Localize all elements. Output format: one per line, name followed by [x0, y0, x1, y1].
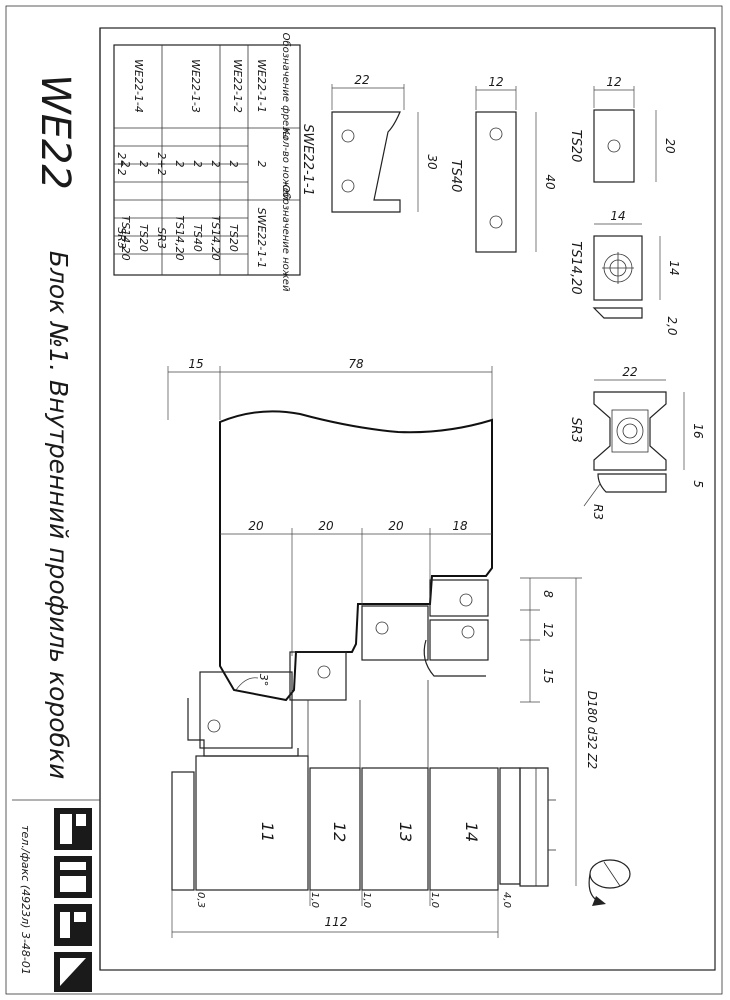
table-cell: TS40	[191, 224, 204, 252]
gap-value: 0,3	[195, 892, 206, 908]
svg-text:5: 5	[691, 480, 705, 488]
table-cell: SWE22-1-1	[255, 208, 268, 269]
table-header-qty: Кол-во ножей	[280, 128, 291, 201]
table-cell: TS14,20	[173, 215, 186, 260]
knife-swe22: 22 30 SWE22-1-1	[300, 73, 439, 213]
table-cell: WE22-1-2	[231, 59, 244, 113]
cutter-number: 14	[462, 822, 481, 842]
svg-text:SWE22-1-1: SWE22-1-1	[300, 124, 315, 196]
svg-text:40: 40	[543, 174, 557, 190]
svg-text:SR3: SR3	[568, 417, 583, 443]
knife-ts40: 12 40 TS40	[448, 75, 557, 253]
table-cell: 2+2	[155, 152, 168, 175]
cutter-number: 13	[396, 822, 415, 842]
svg-text:12: 12	[606, 75, 621, 89]
dim-right: 12	[541, 622, 555, 637]
main-assembly: 15 78 20 20 20 18 3° 8 12 15 D180 d32 Z2	[167, 357, 599, 938]
svg-text:20: 20	[663, 138, 677, 154]
company-logo	[54, 808, 92, 992]
table-cell: SR3	[115, 227, 128, 249]
svg-text:12: 12	[488, 75, 503, 89]
svg-text:TS14,20: TS14,20	[568, 241, 583, 294]
table-cell: 2	[209, 161, 222, 168]
svg-text:2,0: 2,0	[665, 316, 679, 335]
svg-text:R3: R3	[591, 504, 605, 520]
total-width: 112	[325, 915, 348, 929]
knife-sr3: 22 16 5 R3 SR3	[568, 365, 705, 520]
table-cell: 2	[119, 161, 132, 168]
table-header-knife: Обозначение ножей	[280, 185, 292, 292]
table-cell: TS20	[227, 224, 240, 252]
table-cell: 2	[191, 161, 204, 168]
dim-step: 18	[452, 519, 468, 533]
gap-value: 4,0	[501, 892, 512, 908]
svg-text:22: 22	[622, 365, 637, 379]
angle-label: 3°	[257, 674, 270, 687]
dim-right: 15	[541, 668, 555, 683]
drawing-code: WE22	[32, 74, 78, 190]
table-cell: 2	[227, 161, 240, 168]
table-cell: TS20	[137, 224, 150, 252]
drawing-subtitle: Блок №1. Внутренний профиль коробки	[44, 251, 73, 780]
gap-value: 1,0	[361, 892, 372, 908]
cutter-number: 12	[330, 822, 349, 842]
table-cell: WE22-1-3	[189, 59, 202, 113]
table-cell: 2+2	[115, 152, 128, 175]
knife-table: Обозначение фрезы Кол-во ножей Обозначен…	[113, 33, 301, 292]
table-cell: 2	[255, 161, 268, 168]
knife-ts14-20: 14 14 2,0 TS14,20	[568, 209, 681, 336]
dim-step: 20	[388, 519, 404, 533]
table-cell: TS14,20	[119, 215, 132, 260]
table-cell: WE22-1-1	[255, 59, 268, 113]
svg-text:30: 30	[425, 154, 439, 170]
tool-spec: D180 d32 Z2	[585, 691, 599, 770]
dim-78: 78	[348, 357, 364, 371]
workpiece-profile	[219, 410, 493, 702]
svg-text:TS20: TS20	[568, 130, 583, 163]
table-cell: 2	[173, 161, 186, 168]
table-cell: 2	[137, 161, 150, 168]
title-strip: WE22 Блок №1. Внутренний профиль коробки…	[19, 74, 92, 992]
dim-step: 20	[318, 519, 334, 533]
table-cell: WE22-1-4	[132, 59, 145, 113]
gap-value: 1,0	[429, 892, 440, 908]
svg-text:22: 22	[354, 73, 369, 87]
table-cell: TS14,20	[209, 215, 222, 260]
outer-frame	[5, 5, 723, 995]
svg-text:14: 14	[610, 209, 625, 223]
dim-step: 20	[248, 519, 264, 533]
dim-15: 15	[188, 357, 203, 371]
contact-phone: тел./факс (4923л) 3-48-01	[19, 825, 32, 975]
knife-ts20: 12 20 TS20	[568, 75, 677, 183]
rotation-direction-icon	[588, 859, 631, 906]
svg-text:14: 14	[667, 260, 681, 275]
svg-text:TS40: TS40	[448, 160, 463, 193]
table-header-cutter: Обозначение фрезы	[280, 33, 292, 140]
dim-right: 8	[541, 590, 555, 598]
cutter-number: 11	[258, 822, 277, 842]
svg-text:16: 16	[691, 423, 705, 439]
gap-value: 1,0	[309, 892, 320, 908]
table-cell: SR3	[155, 227, 168, 249]
